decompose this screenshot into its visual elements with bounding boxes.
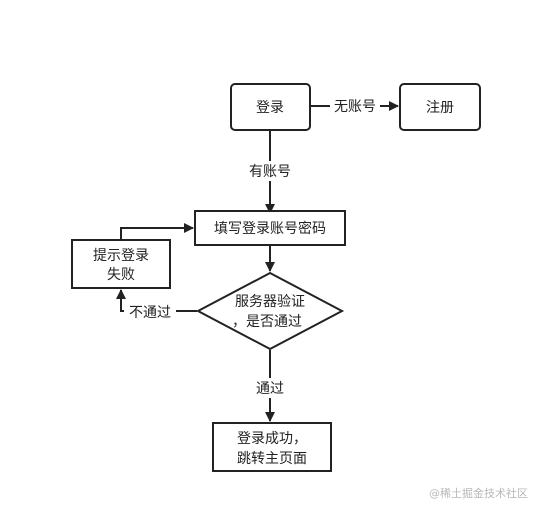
node-server-verify: 服务器验证 ，是否通过 bbox=[195, 271, 345, 351]
edge-login-to-fill: 有账号 bbox=[244, 130, 296, 214]
edge-label-no-account: 无账号 bbox=[334, 99, 376, 115]
edge-label-pass: 通过 bbox=[256, 381, 284, 397]
edge-label-has-account: 有账号 bbox=[249, 164, 291, 180]
edge-verify-to-fail: 不通过 bbox=[116, 289, 197, 322]
node-register: 注册 bbox=[399, 83, 481, 131]
node-fail-line-2: 失败 bbox=[107, 267, 135, 283]
node-login-failed: 提示登录 失败 bbox=[71, 239, 171, 289]
node-login: 登录 bbox=[230, 83, 311, 131]
node-register-label: 注册 bbox=[426, 100, 454, 116]
node-login-success: 登录成功， 跳转主页面 bbox=[212, 422, 332, 472]
edge-verify-to-success: 通过 bbox=[248, 350, 292, 422]
edge-fail-to-fill bbox=[120, 223, 194, 240]
node-fill-credentials: 填写登录账号密码 bbox=[194, 210, 346, 246]
node-login-label: 登录 bbox=[256, 100, 284, 116]
node-fill-label: 填写登录账号密码 bbox=[214, 220, 326, 237]
node-verify-line-1: 服务器验证 bbox=[235, 294, 305, 310]
node-success-line-1: 登录成功， bbox=[237, 431, 307, 447]
node-verify-line-2: ，是否通过 bbox=[232, 314, 302, 330]
node-fail-line-1: 提示登录 bbox=[93, 248, 149, 264]
watermark: @稀土掘金技术社区 bbox=[429, 487, 528, 500]
edge-label-not-pass: 不通过 bbox=[129, 305, 171, 321]
node-success-line-2: 跳转主页面 bbox=[237, 451, 307, 467]
edge-login-to-register: 无账号 bbox=[310, 96, 399, 116]
